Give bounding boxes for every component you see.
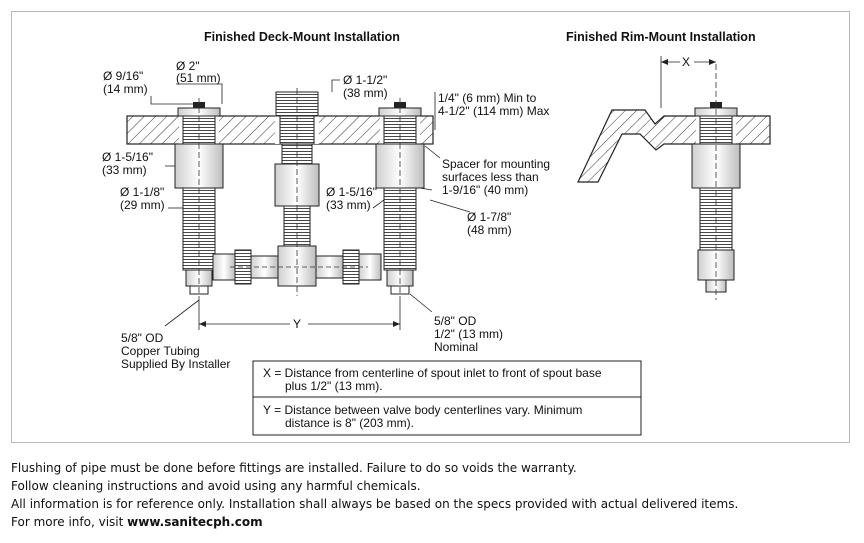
dim-1-1-8-label: Ø 1-1/8" [120,185,164,199]
legend-y-line1: Y = Distance between valve body centerli… [263,403,582,417]
rim-mount-assembly: X [577,55,771,300]
rim-mount-title: Finished Rim-Mount Installation [566,30,756,44]
spacer-label-3: 1-9/16" (40 mm) [442,183,528,197]
note-cleaning: Follow cleaning instructions and avoid u… [11,479,421,493]
legend-y-line2: distance is 8" (203 mm). [285,416,414,430]
website-link[interactable]: www.sanitecph.com [127,515,263,529]
more-info-prefix: For more info, visit [11,515,128,529]
tub-rim [577,109,771,183]
notes: Flushing of pipe must be done before fit… [11,459,851,531]
dim-1-5-16-mid-mm-label: (33 mm) [326,198,371,212]
dim-2-label: Ø 2" [176,59,200,73]
dim-1-1-2-label: Ø 1-1/2" [343,73,387,87]
center-spout [274,88,320,296]
od-label: 5/8" OD [434,314,477,328]
od-label-2: 1/2" (13 mm) [434,327,503,341]
x-dimension: X [660,55,716,108]
dim-9-16-label: Ø 9/16" [103,69,143,83]
legend-x-line1: X = Distance from centerline of spout in… [263,366,602,380]
legend-x-line2: plus 1/2" (13 mm). [285,379,383,393]
installation-drawing: Finished Deck-Mount Installation Finishe… [102,30,771,436]
y-dimension: Y [198,300,401,331]
spacer-label: Spacer for mounting [442,157,550,171]
left-valve [174,98,224,300]
leader-lines [150,79,471,327]
x-mark: X [682,55,690,69]
deck-mount-title: Finished Deck-Mount Installation [204,30,400,44]
od-label-3: Nominal [434,340,478,354]
dim-1-1-8-mm-label: (29 mm) [120,198,165,212]
y-mark: Y [293,317,301,331]
dim-2-mm-label: (51 mm) [176,71,221,85]
note-more-info: For more info, visit www.sanitecph.com [11,513,851,531]
note-reference: All information is for reference only. I… [11,497,739,511]
spacer-label-2: surfaces less than [442,170,539,184]
legend-box: X = Distance from centerline of spout in… [252,360,642,436]
dim-9-16-mm-label: (14 mm) [103,82,148,96]
deck-thickness-max-label: 4-1/2" (114 mm) Max [438,104,549,118]
dim-1-7-8-mm-label: (48 mm) [467,223,512,237]
deck-thickness-label: 1/4" (6 mm) Min to [438,91,537,105]
right-valve [375,98,425,300]
copper-tube-label-3: Supplied By Installer [121,357,230,371]
dim-1-5-16-left-mm-label: (33 mm) [102,163,147,177]
dim-1-5-16-mid-label: Ø 1-5/16" [326,185,377,199]
deck-mount-assembly: Y Ø 9/16" (14 mm) Ø 2" (51 mm) Ø 1-1/2" … [102,59,550,371]
dim-1-7-8-label: Ø 1-7/8" [467,210,511,224]
copper-tubing [212,249,382,285]
note-flushing: Flushing of pipe must be done before fit… [11,461,577,475]
dim-1-1-2-mm-label: (38 mm) [343,86,388,100]
copper-tube-label-2: Copper Tubing [121,344,200,358]
dim-1-5-16-left-label: Ø 1-5/16" [102,150,153,164]
copper-tube-label: 5/8" OD [121,331,164,345]
